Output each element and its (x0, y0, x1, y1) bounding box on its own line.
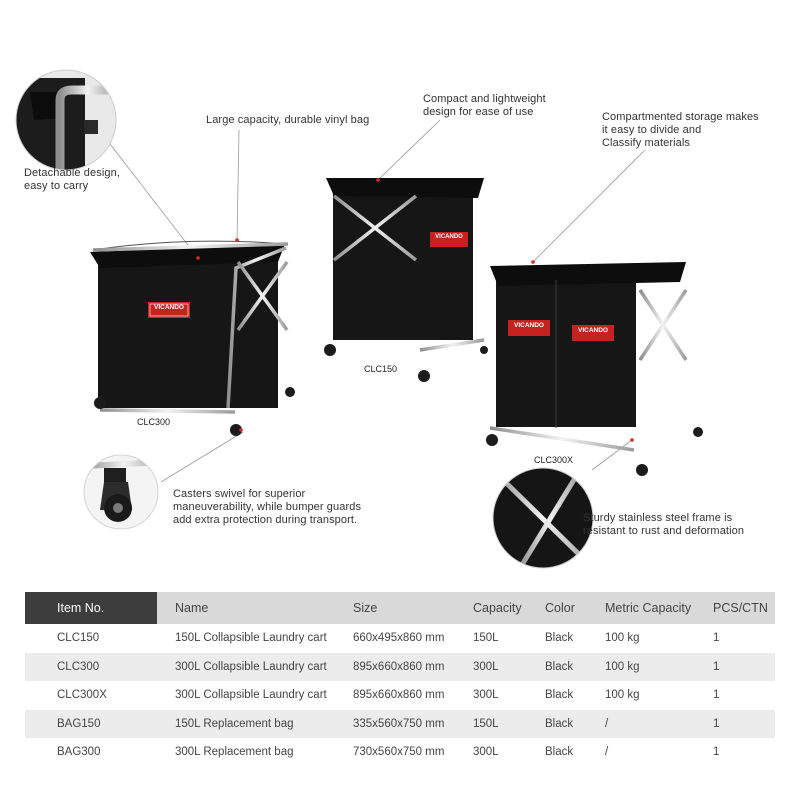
cart-clc300x (486, 260, 703, 476)
model-label-clc300x: CLC300X (534, 455, 574, 465)
cell-name: 300L Collapsible Laundry cart (157, 652, 335, 681)
cell-color: Black (527, 681, 587, 710)
zoom-frame (492, 467, 594, 569)
brand-badge-clc300: VICANDO (148, 304, 190, 311)
zoom-casters (83, 454, 159, 530)
cell-color: Black (527, 738, 587, 767)
leader-lines (99, 119, 646, 483)
cell-size: 895x660x860 mm (335, 681, 455, 710)
brand-logo-text: VICANDO (435, 234, 463, 240)
table-row: CLC300 300L Collapsible Laundry cart 895… (25, 652, 775, 681)
cell-color: Black (527, 709, 587, 738)
col-header-capacity: Capacity (455, 592, 527, 624)
cell-capacity: 150L (455, 624, 527, 653)
cell-size: 895x660x860 mm (335, 652, 455, 681)
brand-badge-clc300x-left: VICANDO (508, 322, 550, 329)
cell-metric-capacity: / (587, 738, 695, 767)
cell-pcs-ctn: 1 (695, 709, 775, 738)
cell-item-no: BAG300 (25, 738, 157, 767)
model-label-clc300: CLC300 (137, 417, 171, 427)
callout-compartmented: Compartmented storage makes it easy to d… (602, 111, 759, 149)
cell-name: 300L Collapsible Laundry cart (157, 681, 335, 710)
cell-item-no: BAG150 (25, 709, 157, 738)
cart-clc300 (90, 238, 295, 436)
brand-badge-clc150: VICANDO (430, 234, 468, 240)
col-header-metric-capacity: Metric Capacity (587, 592, 695, 624)
cell-capacity: 150L (455, 709, 527, 738)
cell-name: 150L Collapsible Laundry cart (157, 624, 335, 653)
cell-size: 730x560x750 mm (335, 738, 455, 767)
cell-metric-capacity: 100 kg (587, 652, 695, 681)
zoom-detachable (15, 69, 117, 171)
cell-item-no: CLC300X (25, 681, 157, 710)
table-header-row: Item No. Name Size Capacity Color Metric… (25, 592, 775, 624)
cell-item-no: CLC150 (25, 624, 157, 653)
model-label-clc150: CLC150 (364, 364, 398, 374)
table-row: BAG300 300L Replacement bag 730x560x750 … (25, 738, 775, 767)
cell-capacity: 300L (455, 681, 527, 710)
cell-name: 300L Replacement bag (157, 738, 335, 767)
table-row: CLC150 150L Collapsible Laundry cart 660… (25, 624, 775, 653)
cart-clc150 (323, 178, 488, 382)
cell-metric-capacity: / (587, 709, 695, 738)
callout-casters: Casters swivel for superior maneuverabil… (173, 488, 362, 526)
callout-compact: Compact and lightweight design for ease … (423, 93, 546, 118)
brand-logo-text: VICANDO (154, 304, 184, 311)
col-header-pcs-ctn: PCS/CTN (695, 592, 775, 624)
cell-color: Black (527, 624, 587, 653)
callout-detachable: Detachable design, easy to carry (24, 167, 120, 192)
cell-size: 335x560x750 mm (335, 709, 455, 738)
brand-logo-text: VICANDO (514, 322, 544, 329)
col-header-item-no: Item No. (25, 592, 157, 624)
callout-large-capacity: Large capacity, durable vinyl bag (206, 114, 370, 126)
cell-metric-capacity: 100 kg (587, 624, 695, 653)
cell-pcs-ctn: 1 (695, 624, 775, 653)
cell-name: 150L Replacement bag (157, 709, 335, 738)
cell-metric-capacity: 100 kg (587, 681, 695, 710)
cell-capacity: 300L (455, 738, 527, 767)
cell-capacity: 300L (455, 652, 527, 681)
brand-logo-text: VICANDO (578, 327, 608, 334)
cell-size: 660x495x860 mm (335, 624, 455, 653)
cell-item-no: CLC300 (25, 652, 157, 681)
table-row: BAG150 150L Replacement bag 335x560x750 … (25, 709, 775, 738)
callout-frame: Sturdy stainless steel frame is resistan… (583, 512, 745, 537)
cell-color: Black (527, 652, 587, 681)
cell-pcs-ctn: 1 (695, 652, 775, 681)
brand-badge-clc300x-right: VICANDO (572, 327, 614, 334)
product-illustration (15, 69, 703, 569)
cell-pcs-ctn: 1 (695, 681, 775, 710)
col-header-name: Name (157, 592, 335, 624)
col-header-size: Size (335, 592, 455, 624)
col-header-color: Color (527, 592, 587, 624)
table-row: CLC300X 300L Collapsible Laundry cart 89… (25, 681, 775, 710)
cell-pcs-ctn: 1 (695, 738, 775, 767)
spec-table: Item No. Name Size Capacity Color Metric… (25, 592, 775, 767)
